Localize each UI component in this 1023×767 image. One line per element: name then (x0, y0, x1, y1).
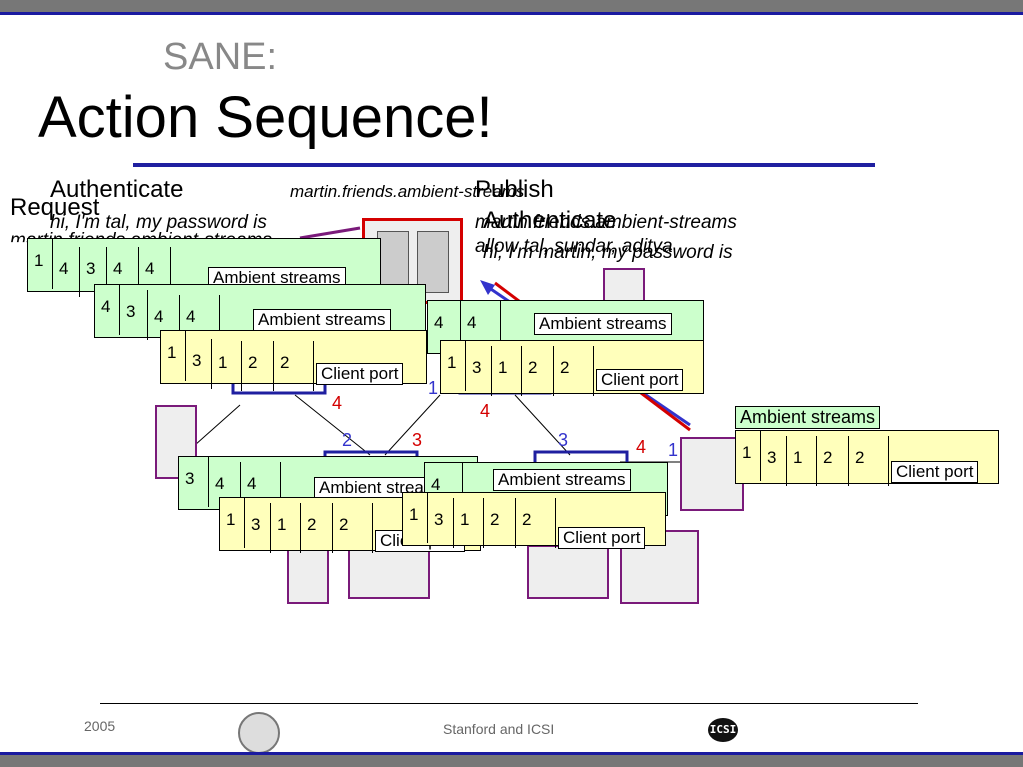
authenticate-label-left: Authenticate (50, 176, 184, 203)
ambient-streams-label: Ambient streams (735, 406, 881, 429)
packet-header-field: 4 (425, 463, 463, 513)
packet-header-field: 4 (180, 295, 220, 345)
client-port-label: Client port (891, 461, 979, 483)
hi-martin-text: hi, I'm martin, my password is (483, 242, 733, 263)
packet-header-field: 3 (466, 346, 492, 396)
ambient-streams-label: Ambient streams (493, 469, 631, 491)
packet-header-field: 2 (516, 498, 556, 548)
martin-friends-ambient-top-text: martin.friends.ambient-streams (290, 182, 525, 201)
footer-rule (100, 703, 918, 704)
packet-header-field: 2 (242, 341, 274, 391)
client-port-label: Client port (596, 369, 684, 391)
link-number: 4 (332, 393, 343, 413)
packet-header-field: 2 (484, 498, 516, 548)
packet-header-field: 2 (301, 503, 333, 553)
packet-header-field: 4 (95, 285, 120, 335)
request-label: Request (10, 194, 100, 221)
packet-header-field: 3 (120, 290, 148, 340)
packet-header-field: 1 (441, 341, 466, 391)
link-number: 1 (668, 440, 679, 460)
packet-header-field: 2 (333, 503, 373, 553)
packet-header-field: 3 (245, 503, 271, 553)
link-number: 4 (636, 437, 647, 457)
packet-header-field: 1 (271, 503, 301, 553)
packet-header-field: 3 (428, 498, 454, 548)
client-port-label: Client port (558, 527, 646, 549)
packet-header-field: 2 (274, 341, 314, 391)
stanford-seal-icon (238, 712, 280, 754)
hi-tal-text: hi, I'm tal, my password is (50, 212, 267, 233)
packet-header-field: 4 (209, 462, 241, 512)
packet-header-field: 4 (107, 247, 139, 297)
top-accent-line (0, 12, 1023, 15)
title-rule (133, 163, 875, 167)
ambient-streams-label: Ambient streams (253, 309, 391, 331)
link-number: 3 (558, 430, 569, 450)
icsi-logo-icon: ICSI (696, 710, 750, 750)
packet-header-field: 1 (492, 346, 522, 396)
martin-friends-ambient-right-text: martin.friends.ambient-streams (475, 212, 737, 233)
packet-header-field: 1 (28, 239, 53, 289)
packet-header-field: 4 (148, 295, 180, 345)
desktop-computer-2 (527, 545, 609, 599)
ambient-streams-label: Ambient streams (534, 313, 672, 335)
packet-stack: 1 3 1 2 2 Client port (735, 430, 999, 486)
desktop-computer-1 (348, 545, 430, 599)
footer-year: 2005 (84, 718, 116, 734)
slide-title: Action Sequence! (38, 85, 493, 150)
packet-header-field: 4 (139, 247, 171, 297)
authenticate-label-right: Authenticate (483, 207, 617, 234)
packet-header-field: 3 (179, 457, 209, 507)
packet-header-field: 1 (454, 498, 484, 548)
allow-text: allow tal, sundar, aditya (475, 236, 673, 257)
packet-header-field: 2 (849, 436, 889, 486)
packet-header-field: 1 (403, 493, 428, 543)
packet-header-field: 1 (220, 498, 245, 548)
packet-header-field: 1 (212, 341, 242, 391)
packet-stack: 1 3 1 2 2 Client port (440, 340, 704, 396)
packet-header-field: 1 (161, 331, 186, 381)
top-bar (0, 0, 1023, 12)
tower-computer-bottom (287, 545, 329, 604)
packet-header-field: 2 (554, 346, 594, 396)
packet-header-field: 3 (761, 436, 787, 486)
packet-header-field: 2 (522, 346, 554, 396)
packet-header-field: 4 (53, 247, 80, 297)
client-port-label: Client port (316, 363, 404, 385)
slide-subtitle: SANE: (163, 36, 278, 78)
packet-header-field: 1 (736, 431, 761, 481)
link-number: 3 (412, 430, 423, 450)
icsi-logo-text: ICSI (708, 718, 738, 742)
packet-stack: 1 3 1 2 2 Client port (402, 492, 666, 549)
packet-header-field: 4 (461, 301, 501, 351)
footer-center-text: Stanford and ICSI (443, 721, 555, 737)
packet-header-field: 3 (80, 247, 107, 297)
link-number: 2 (342, 430, 353, 450)
link-number: 1 (428, 378, 439, 398)
publish-label: Publish (475, 176, 554, 203)
bottom-bar (0, 755, 1023, 767)
packet-header-field: 2 (817, 436, 849, 486)
packet-header-field: 1 (787, 436, 817, 486)
packet-stack: 4 3 4 4 Ambient streams (94, 284, 426, 345)
packet-header-field: 4 (428, 301, 461, 351)
ambient-streams-label: Ambient streams (208, 267, 346, 289)
packet-stack: 1 3 1 2 2 Client port (160, 330, 427, 391)
packet-header-field: 3 (186, 339, 212, 389)
packet-header-field: 4 (241, 462, 281, 512)
link-number: 4 (480, 401, 491, 421)
bottom-accent-line (0, 752, 1023, 755)
